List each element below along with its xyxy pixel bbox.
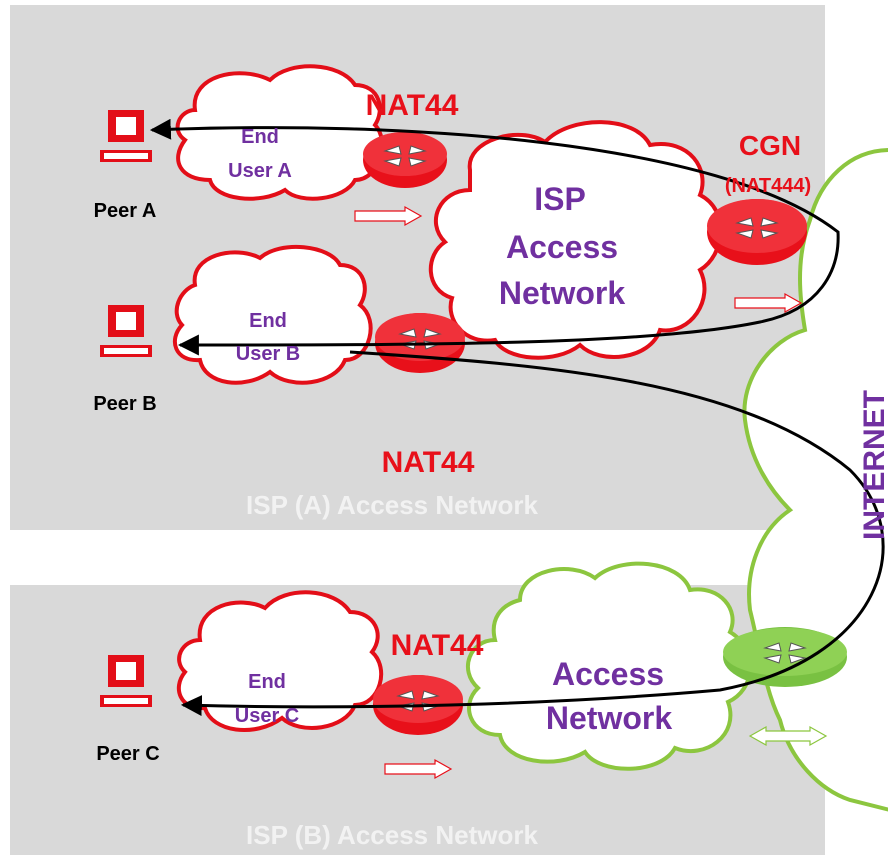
arrow-right-icon <box>734 292 803 314</box>
isp-cloud-line3: Network <box>499 275 625 311</box>
isp-cloud-line1: ISP <box>534 181 586 217</box>
peer-b-label: Peer B <box>93 393 156 415</box>
isp-b-access-cloud <box>466 561 753 771</box>
hairpin-path-a-b <box>149 118 840 356</box>
peer-b-computer-icon <box>100 305 152 357</box>
internet-label: INTERNET <box>858 390 888 540</box>
peer-a-computer-icon <box>100 110 152 162</box>
end-user-c-line2: User C <box>235 705 299 727</box>
nat44-label-bottom: NAT44 <box>382 446 475 479</box>
nat44-router-a <box>363 132 447 188</box>
end-user-b-line2: User B <box>236 343 300 365</box>
isp-a-caption: ISP (A) Access Network <box>246 490 538 520</box>
arrow-right-icon <box>354 205 423 227</box>
end-user-a-line1: End <box>241 126 279 148</box>
peer-c-computer-icon <box>100 655 152 707</box>
isp-access-cloud <box>428 120 723 360</box>
isp-b-caption: ISP (B) Access Network <box>246 820 538 850</box>
cgn-sub-label: (NAT444) <box>725 175 811 197</box>
nat44-label-b: NAT44 <box>391 629 484 662</box>
arrow-right-icon <box>384 758 453 780</box>
cgn-router <box>707 199 807 265</box>
peer-c-label: Peer C <box>96 743 159 765</box>
peer-a-label: Peer A <box>94 200 157 222</box>
access-cloud-line1: Access <box>552 656 664 692</box>
cgn-label: CGN <box>739 130 801 161</box>
isp-cloud-line2: Access <box>506 229 618 265</box>
end-user-a-line2: User A <box>228 160 292 182</box>
end-user-b-line1: End <box>249 310 287 332</box>
arrow-left-right-icon <box>748 725 828 747</box>
internet-router <box>723 627 847 687</box>
end-user-c-line1: End <box>248 671 286 693</box>
nat44-label-top: NAT44 <box>366 89 459 122</box>
peer-to-peer-path-b-c <box>180 350 885 717</box>
access-cloud-line2: Network <box>546 700 672 736</box>
